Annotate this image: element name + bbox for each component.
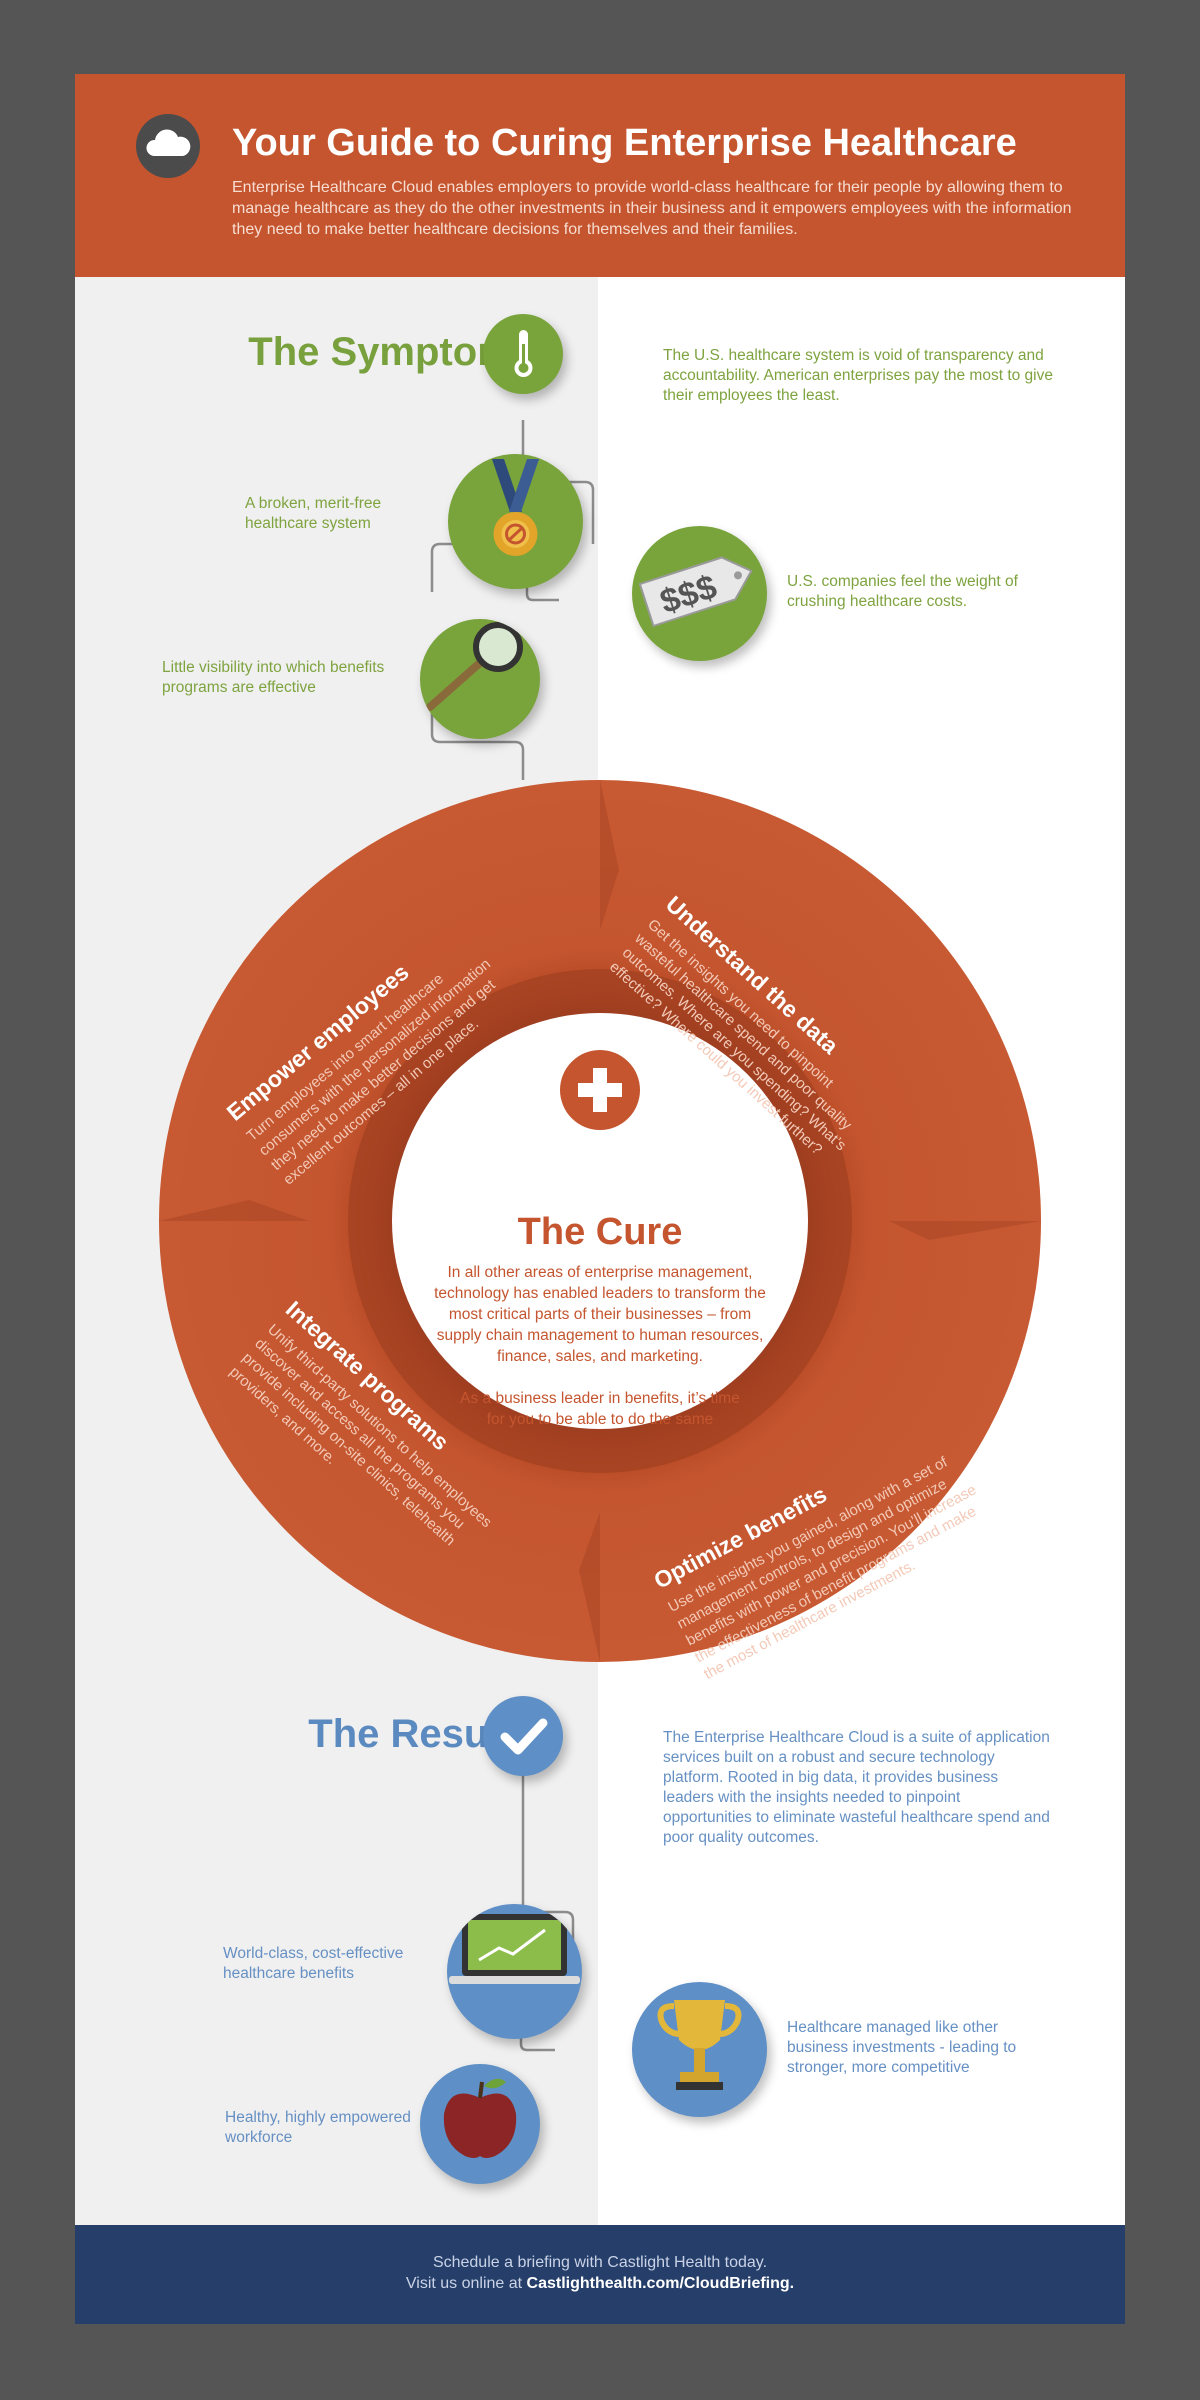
- result-label-workforce: Healthy, highly empowered workforce: [225, 2109, 411, 2146]
- footer-link[interactable]: Castlighthealth.com/CloudBriefing.: [526, 2275, 795, 2292]
- page-title: Your Guide to Curing Enterprise Healthca…: [232, 122, 1017, 164]
- symptom-label-costs: U.S. companies feel the weight of crushi…: [787, 573, 1018, 610]
- symptom-label-visibility: Little visibility into which benefits pr…: [162, 659, 385, 696]
- thermometer-icon: [483, 314, 563, 394]
- infographic-sheet: Your Guide to Curing Enterprise Healthca…: [75, 74, 1125, 2324]
- magnifying-glass-icon: [420, 619, 540, 739]
- cure-paragraph-2: As a business leader in benefits, it’s t…: [460, 1390, 740, 1428]
- cure-title: The Cure: [517, 1211, 683, 1253]
- footer-banner: Schedule a briefing with Castlight Healt…: [75, 2225, 1125, 2324]
- symptom-label-broken-system: A broken, merit-free healthcare system: [245, 495, 382, 532]
- trophy-icon: [632, 1982, 767, 2117]
- ring-center: [392, 1013, 808, 1429]
- footer-line-1: Schedule a briefing with Castlight Healt…: [432, 2254, 768, 2271]
- apple-icon: [420, 2064, 540, 2184]
- result-label-investments: Healthcare managed like other business i…: [787, 2019, 1017, 2076]
- cloud-icon: [136, 114, 200, 178]
- header-banner: Your Guide to Curing Enterprise Healthca…: [75, 74, 1125, 277]
- cure-paragraph-1: In all other areas of enterprise managem…: [434, 1264, 766, 1365]
- header-description: Enterprise Healthcare Cloud enables empl…: [232, 179, 1072, 238]
- price-tag-icon: $$$: [632, 526, 767, 661]
- medal-icon: [448, 454, 583, 589]
- symptoms-intro: The U.S. healthcare system is void of tr…: [663, 347, 1053, 404]
- footer-line-2: Visit us online at Castlighthealth.com/C…: [75, 2274, 1125, 2294]
- checkmark-icon: [483, 1696, 563, 1776]
- laptop-chart-icon: [447, 1904, 582, 2039]
- medical-cross-icon: [560, 1050, 640, 1130]
- footer-visit-text: Visit us online at: [405, 2275, 527, 2292]
- result-label-benefits: World-class, cost-effective healthcare b…: [223, 1945, 404, 1982]
- results-intro: The Enterprise Healthcare Cloud is a sui…: [663, 1729, 1050, 1846]
- cure-ring: The Cure In all other areas of enterpris…: [159, 780, 1041, 1683]
